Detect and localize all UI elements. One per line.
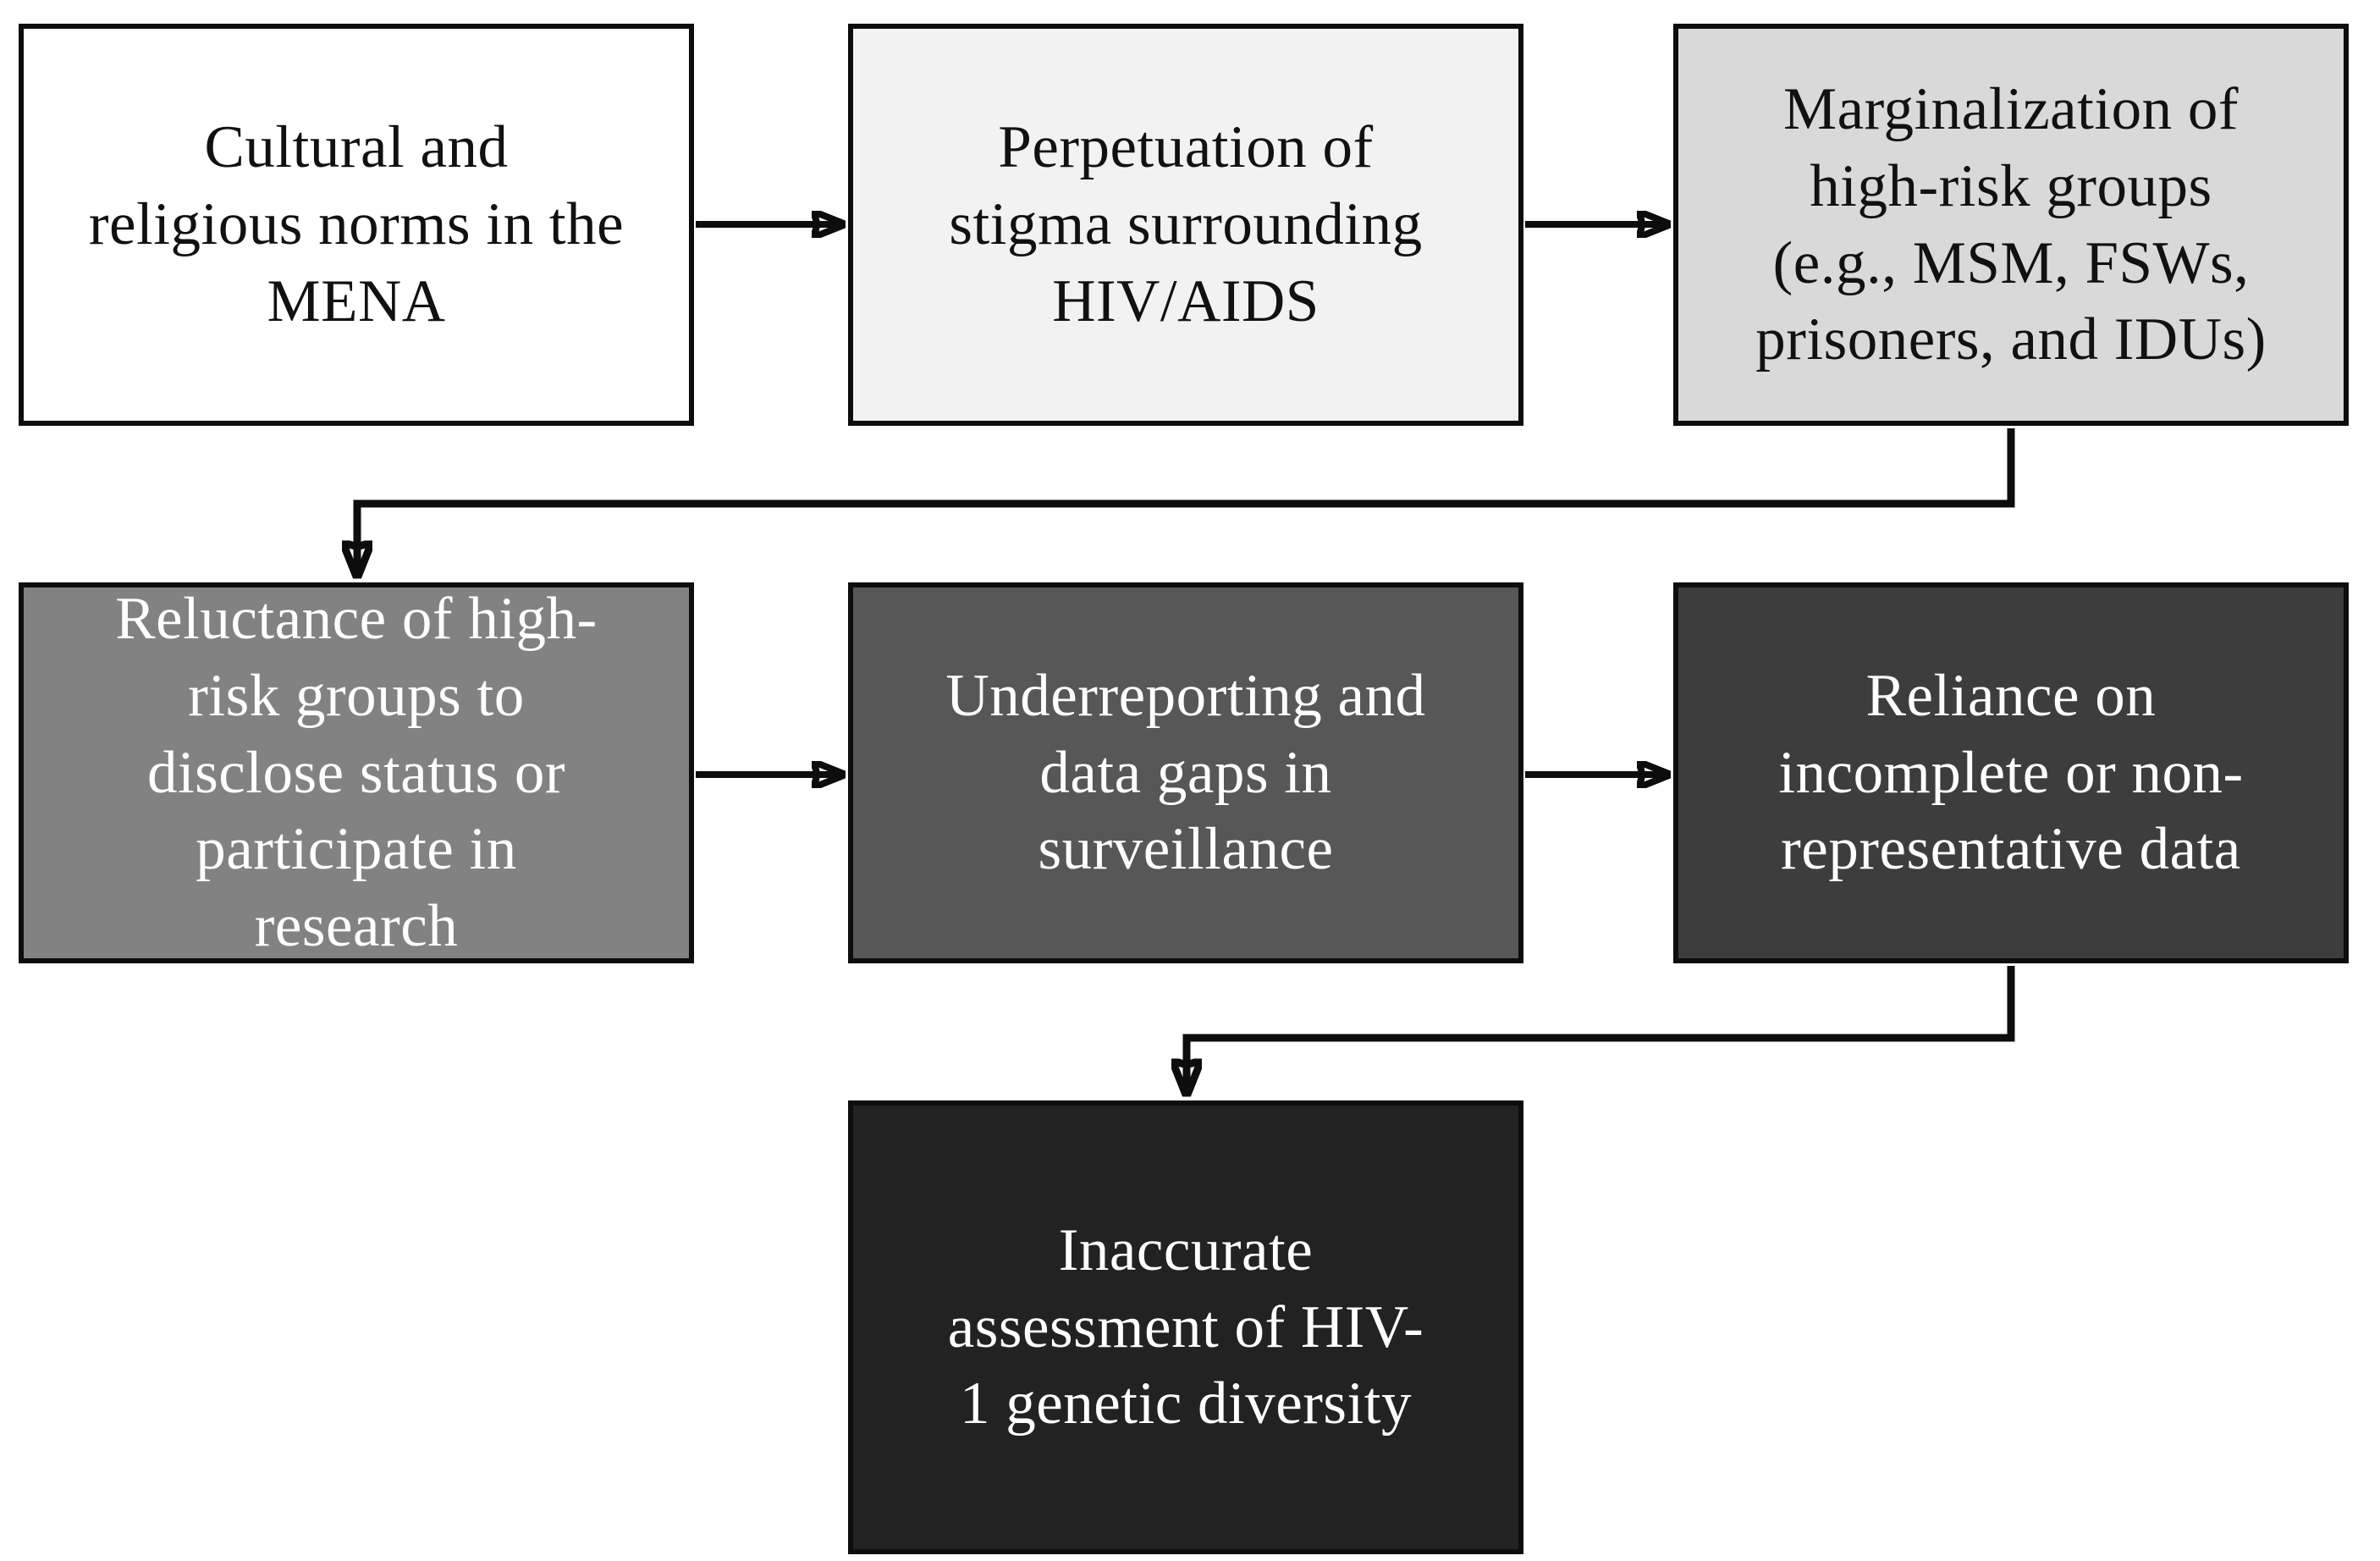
flow-box-reluctance-to-disclose: Reluctance of high- risk groups to discl… <box>19 582 694 963</box>
flow-box-label: Inaccurate assessment of HIV- 1 genetic … <box>947 1216 1424 1437</box>
arrow-box6-to-box7 <box>1187 966 2015 1094</box>
arrow-box3-to-box4 <box>357 428 2015 576</box>
flow-box-cultural-religious-norms: Cultural and religious norms in the MENA <box>19 24 694 426</box>
flow-box-inaccurate-assessment: Inaccurate assessment of HIV- 1 genetic … <box>848 1100 1523 1554</box>
flow-box-label: Reliance on incomplete or non- represent… <box>1778 662 2244 883</box>
flow-box-marginalization-high-risk-groups: Marginalization of high-risk groups (e.g… <box>1673 24 2349 426</box>
flow-box-reliance-incomplete-data: Reliance on incomplete or non- represent… <box>1673 582 2349 963</box>
flow-box-label: Reluctance of high- risk groups to discl… <box>115 585 598 960</box>
flow-box-underreporting-data-gaps: Underreporting and data gaps in surveill… <box>848 582 1523 963</box>
flow-box-label: Marginalization of high-risk groups (e.g… <box>1755 75 2267 373</box>
flow-box-label: Perpetuation of stigma surrounding HIV/A… <box>949 114 1423 334</box>
flow-box-label: Cultural and religious norms in the MENA <box>88 114 625 334</box>
flow-box-perpetuation-of-stigma: Perpetuation of stigma surrounding HIV/A… <box>848 24 1523 426</box>
flow-box-label: Underreporting and data gaps in surveill… <box>945 662 1426 883</box>
